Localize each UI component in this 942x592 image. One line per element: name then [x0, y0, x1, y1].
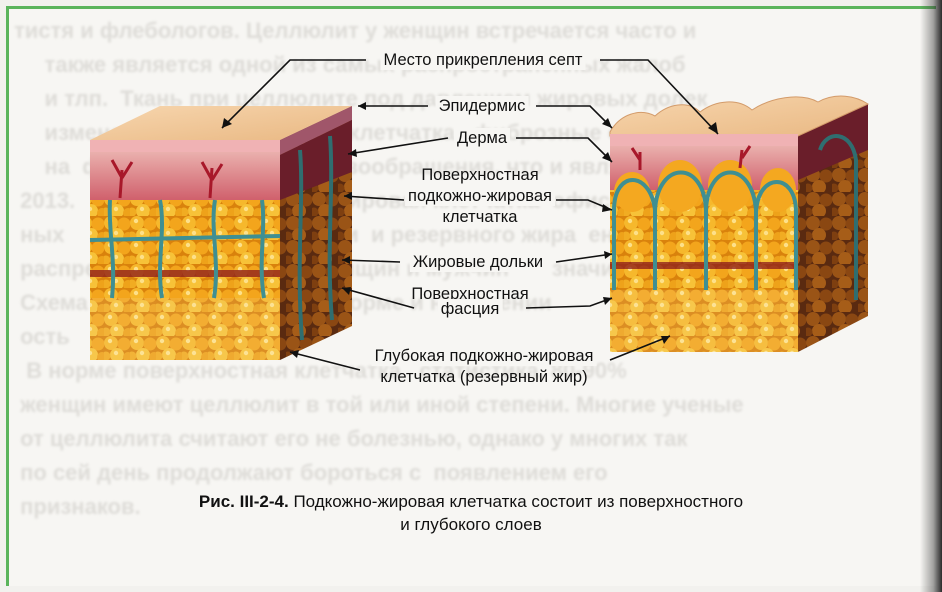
label-septa-attachment: Место прикрепления септ: [381, 50, 586, 70]
label-superficial-fascia-2: фасция: [438, 299, 503, 319]
leader-dermis-left: [348, 138, 448, 154]
right-skin-block: [610, 96, 868, 352]
right-deep-fat: [610, 290, 798, 352]
left-dermis: [90, 152, 280, 200]
label-deep-fat-1: Глубокая подкожно-жировая: [372, 346, 597, 366]
label-epidermis: Эпидермис: [436, 96, 529, 116]
leader-lobules-right: [556, 254, 612, 262]
label-fat-lobules: Жировые дольки: [410, 252, 546, 272]
caption-prefix: Рис. III-2-4.: [199, 492, 289, 511]
left-epidermis: [90, 140, 280, 152]
page-edge-shadow: [920, 0, 942, 592]
label-superficial-fat-3: клетчатка: [440, 207, 521, 227]
leader-fascia-right: [526, 298, 612, 308]
leader-fascia-left: [342, 288, 414, 308]
leader-dermis-right: [516, 138, 612, 162]
label-superficial-fat-2: подкожно-жировая: [405, 186, 555, 206]
caption-line-1: Подкожно-жировая клетчатка состоит из по…: [289, 492, 743, 511]
leader-superfat-left: [344, 196, 404, 200]
label-superficial-fat-1: Поверхностная: [418, 165, 541, 185]
right-epidermis: [610, 134, 798, 146]
left-deep-fat: [90, 298, 280, 360]
left-fascia-band: [90, 270, 280, 277]
leader-epidermis-right: [536, 106, 612, 128]
left-skin-block: [90, 106, 352, 360]
label-dermis: Дерма: [454, 128, 510, 148]
leader-deepfat-left: [290, 352, 360, 370]
figure-caption: Рис. III-2-4. Подкожно-жировая клетчатка…: [0, 490, 942, 536]
label-deep-fat-2: клетчатка (резервный жир): [377, 367, 590, 387]
caption-line-2: и глубокого слоев: [0, 513, 942, 536]
left-superficial-fat: [90, 200, 280, 298]
